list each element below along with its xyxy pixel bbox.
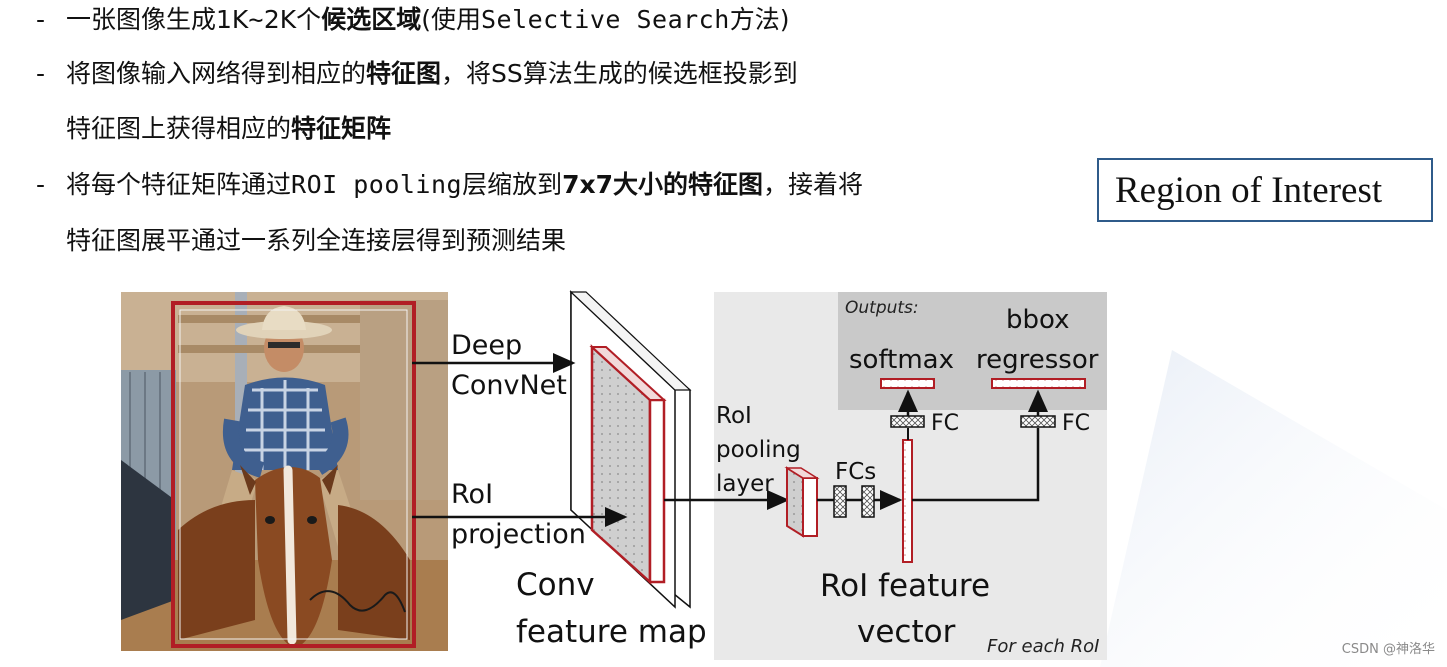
bullet-line-1: -一张图像生成1K~2K个候选区域(使用Selective Search方法) bbox=[36, 5, 790, 35]
roi-pooling-block bbox=[784, 466, 820, 538]
vector-label: vector bbox=[857, 614, 956, 650]
fc-label-bbox: FC bbox=[1062, 411, 1090, 436]
conv-label: Conv bbox=[516, 567, 595, 603]
text-segment: ~ bbox=[248, 5, 264, 34]
bullet-marker: - bbox=[36, 170, 46, 199]
text-segment: ROI pooling bbox=[291, 170, 463, 199]
bullet-line-3: -将每个特征矩阵通过ROI pooling层缩放到7x7大小的特征图，接着将 bbox=[36, 170, 863, 200]
text-segment: (使用 bbox=[421, 5, 481, 34]
softmax-label: softmax bbox=[849, 345, 954, 375]
roi-pooling-label-2: pooling bbox=[716, 437, 801, 463]
bold-term: 特征图 bbox=[366, 59, 442, 88]
region-of-interest-title: Region of Interest bbox=[1115, 169, 1383, 211]
fc-bbox bbox=[1020, 415, 1056, 428]
roi-feature-label: RoI feature bbox=[820, 568, 990, 604]
roi-pooling-label-3: layer bbox=[716, 471, 774, 497]
projection-label: projection bbox=[451, 519, 586, 550]
fcs-label: FCs bbox=[835, 459, 876, 485]
regressor-label: regressor bbox=[976, 345, 1099, 375]
watermark: CSDN @神洛华 bbox=[1341, 642, 1435, 657]
feature-map-label: feature map bbox=[516, 614, 707, 650]
text-segment: 特征图展平通过一系列全连接层得到预测结果 bbox=[66, 226, 567, 255]
bullet-marker: - bbox=[36, 59, 46, 88]
text-segment: ，接着将 bbox=[763, 170, 864, 199]
bold-term: 7x7大小的特征图 bbox=[562, 170, 764, 199]
text-segment: 2K个 bbox=[263, 5, 322, 34]
outputs-label: Outputs: bbox=[845, 298, 919, 318]
softmax-output bbox=[880, 378, 935, 389]
bbox-label: bbox bbox=[1006, 305, 1070, 335]
bullet-line-2-continuation: 特征图上获得相应的特征矩阵 bbox=[66, 114, 391, 144]
fc-layer-2 bbox=[861, 485, 875, 518]
fc-softmax bbox=[890, 415, 925, 428]
bullet-line-2: -将图像输入网络得到相应的特征图，将SS算法生成的候选框投影到 bbox=[36, 59, 798, 89]
bold-term: 候选区域 bbox=[321, 5, 422, 34]
roi-label: RoI bbox=[451, 479, 493, 510]
decorative-triangle bbox=[1100, 350, 1447, 667]
region-of-interest-box: Region of Interest bbox=[1097, 158, 1433, 222]
text-segment: 层缩放到 bbox=[462, 170, 563, 199]
text-segment: 方法) bbox=[729, 5, 790, 34]
outputs-panel bbox=[838, 292, 1107, 410]
fc-layer-1 bbox=[833, 485, 847, 518]
bold-term: 特征矩阵 bbox=[291, 114, 392, 143]
convnet-label: ConvNet bbox=[451, 370, 567, 401]
text-segment: Selective Search bbox=[480, 5, 730, 34]
conv-feature-map bbox=[569, 290, 692, 609]
text-segment: 将图像输入网络得到相应的 bbox=[66, 59, 367, 88]
bbox-regressor-output bbox=[991, 378, 1086, 389]
roi-pooling-label-1: RoI bbox=[716, 403, 752, 429]
text-segment: 特征图上获得相应的 bbox=[66, 114, 292, 143]
text-segment: 一张图像生成1K bbox=[66, 5, 249, 34]
text-segment: 将每个特征矩阵通过 bbox=[66, 170, 292, 199]
deep-label: Deep bbox=[451, 330, 522, 361]
input-photo bbox=[121, 292, 448, 651]
bullet-line-3-continuation: 特征图展平通过一系列全连接层得到预测结果 bbox=[66, 226, 566, 256]
fc-label-softmax: FC bbox=[931, 411, 959, 436]
bullet-marker: - bbox=[36, 5, 46, 34]
text-segment: ，将SS算法生成的候选框投影到 bbox=[441, 59, 798, 88]
roi-feature-vector bbox=[902, 439, 913, 563]
for-each-roi-label: For each RoI bbox=[987, 636, 1099, 657]
